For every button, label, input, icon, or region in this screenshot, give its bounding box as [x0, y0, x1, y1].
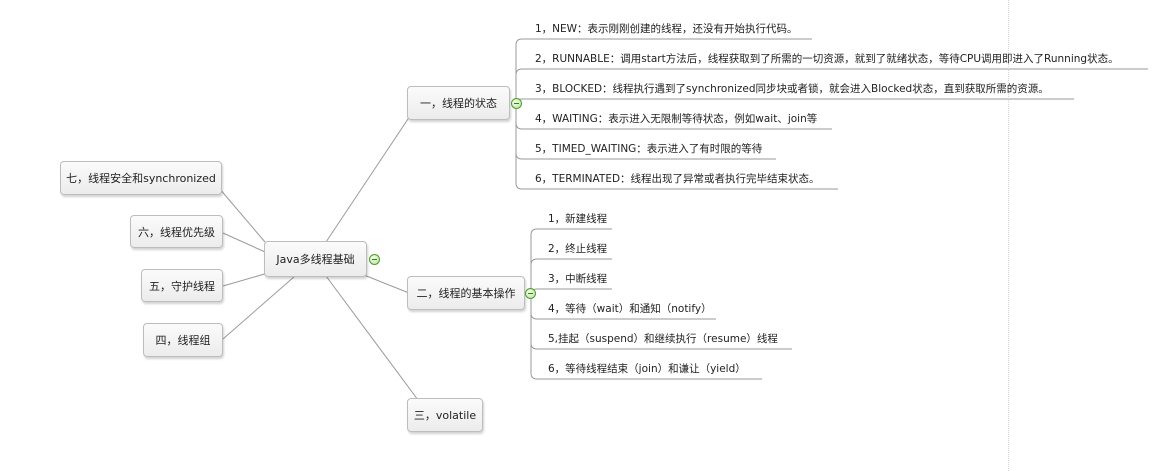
connector-branch1-child-1 [515, 38, 812, 103]
right-topic-label: 一，线程的状态 [420, 97, 497, 110]
right-topic-basic-operations[interactable]: 二，线程的基本操作 [407, 276, 525, 310]
connector-central-branch-3 [325, 275, 419, 401]
connector-branch1-child-2 [515, 68, 1148, 103]
connector-central-branch-2 [363, 274, 410, 294]
connector-branch2-child-2 [530, 258, 612, 293]
connector-branch1-child-3 [515, 98, 1074, 105]
thread-state-text: 5，TIMED_WAITING：表示进入了有时限的等待 [535, 143, 763, 155]
basic-operation-text: 2，终止线程 [548, 243, 608, 255]
connector-branch1-child-6 [515, 103, 838, 190]
thread-state-item[interactable]: 1，NEW：表示刚刚创建的线程，还没有开始执行代码。 [535, 22, 798, 36]
basic-operation-text: 3，中断线程 [548, 273, 608, 285]
thread-state-item[interactable]: 4，WAITING：表示进入无限制等待状态，例如wait、join等 [535, 112, 817, 126]
thread-state-text: 2，RUNNABLE：调用start方法后，线程获取到了所需的一切资源，就到了就… [535, 53, 1119, 65]
right-topic-volatile[interactable]: 三，volatile [407, 398, 483, 432]
basic-operation-item[interactable]: 5,挂起（suspend）和继续执行（resume）线程 [548, 332, 778, 346]
central-collapse-toggle-icon[interactable] [369, 254, 380, 265]
left-topic-label: 六，线程优先级 [138, 225, 215, 239]
thread-state-text: 4，WAITING：表示进入无限制等待状态，例如wait、join等 [535, 113, 818, 125]
connector-branch2-child-6 [530, 293, 762, 380]
basic-operation-item[interactable]: 4，等待（wait）和通知（notify） [548, 302, 712, 316]
basic-operation-item[interactable]: 2，终止线程 [548, 242, 607, 256]
thread-state-text: 1，NEW：表示刚刚创建的线程，还没有开始执行代码。 [535, 23, 798, 35]
central-topic[interactable]: Java多线程基础 [264, 241, 367, 277]
connector-central-left-1 [218, 187, 266, 243]
thread-state-text: 6，TERMINATED：线程出现了异常或者执行完毕结束状态。 [535, 173, 820, 185]
left-topic-label: 五，守护线程 [149, 279, 215, 293]
basic-operation-item[interactable]: 1，新建线程 [548, 212, 607, 226]
thread-state-text: 3，BLOCKED：线程执行遇到了synchronized同步块或者锁，就会进入… [535, 83, 1049, 95]
basic-operations-collapse-toggle-icon[interactable] [525, 288, 536, 299]
basic-operation-item[interactable]: 6，等待线程结束（join）和谦让（yield） [548, 362, 746, 376]
connector-central-branch-1 [325, 103, 419, 243]
left-topic-thread-group[interactable]: 四，线程组 [143, 323, 223, 357]
basic-operation-text: 1，新建线程 [548, 213, 608, 225]
basic-operation-text: 4，等待（wait）和通知（notify） [548, 303, 712, 315]
connector-central-left-4 [222, 275, 296, 340]
thread-states-collapse-toggle-icon[interactable] [511, 98, 522, 109]
left-topic-label: 七，线程安全和synchronized [66, 172, 216, 185]
connector-branch2-child-3 [530, 288, 612, 295]
thread-state-item[interactable]: 2，RUNNABLE：调用start方法后，线程获取到了所需的一切资源，就到了就… [535, 52, 1119, 66]
left-topic-label: 四，线程组 [155, 334, 211, 347]
basic-operation-text: 6，等待线程结束（join）和谦让（yield） [548, 363, 746, 375]
thread-state-item[interactable]: 6，TERMINATED：线程出现了异常或者执行完毕结束状态。 [535, 172, 820, 186]
left-topic-thread-priority[interactable]: 六，线程优先级 [130, 215, 223, 248]
right-topic-label: 二，线程的基本操作 [416, 287, 516, 300]
left-topic-daemon-thread[interactable]: 五，守护线程 [141, 269, 223, 302]
thread-state-item[interactable]: 3，BLOCKED：线程执行遇到了synchronized同步块或者锁，就会进入… [535, 82, 1049, 96]
left-topic-thread-safety[interactable]: 七，线程安全和synchronized [60, 161, 222, 195]
thread-state-item[interactable]: 5，TIMED_WAITING：表示进入了有时限的等待 [535, 142, 762, 156]
connector-branch2-child-1 [530, 228, 612, 293]
connector-central-left-2 [222, 232, 266, 253]
basic-operation-text: 5,挂起（suspend）和继续执行（resume）线程 [548, 333, 778, 345]
basic-operation-item[interactable]: 3，中断线程 [548, 272, 607, 286]
right-topic-label: 三，volatile [413, 409, 477, 422]
central-topic-label: Java多线程基础 [276, 253, 355, 266]
page-boundary-divider [1008, 0, 1009, 471]
right-topic-thread-states[interactable]: 一，线程的状态 [407, 86, 510, 120]
